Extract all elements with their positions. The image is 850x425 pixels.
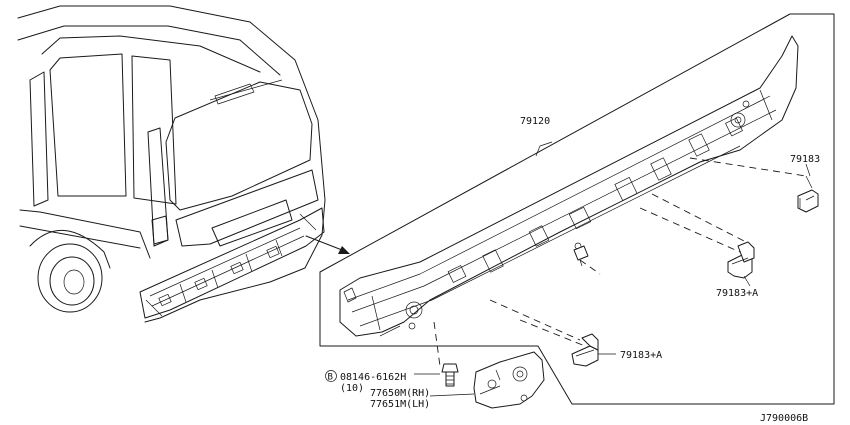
rear-member-part: [339, 35, 799, 337]
assembly-guide-lines: [433, 157, 807, 367]
callout-79183: 79183: [790, 154, 820, 165]
bracket-79183A-mid: [727, 241, 755, 279]
diagram-code: J790006B: [760, 413, 808, 424]
vehicle-rear-illustration: [17, 5, 326, 323]
callout-77650M: 77650M(RH): [370, 388, 430, 399]
bracket-79183-upper: [797, 189, 819, 213]
callout-79183A-mid: 79183+A: [716, 288, 758, 299]
side-bracket-part: [473, 351, 545, 409]
callout-79183A-lower: 79183+A: [620, 350, 662, 361]
bolt-callout: B 08146-6162H (10): [325, 370, 406, 394]
leader-lines: [414, 141, 813, 397]
member-clip: [573, 245, 589, 267]
bracket-79183A-lower: [571, 333, 599, 367]
callout-bolt-number: 08146-6162H: [340, 372, 406, 383]
bolt-part: [441, 363, 459, 387]
callout-bolt-qty: (10): [340, 383, 364, 394]
callout-79120: 79120: [520, 116, 550, 127]
member-cutouts: [343, 100, 750, 337]
detail-pointer-arrow: [305, 235, 350, 254]
callout-77651M: 77651M(LH): [370, 399, 430, 410]
bolt-prefix-symbol: B: [328, 373, 333, 383]
detail-frame: [319, 13, 835, 405]
